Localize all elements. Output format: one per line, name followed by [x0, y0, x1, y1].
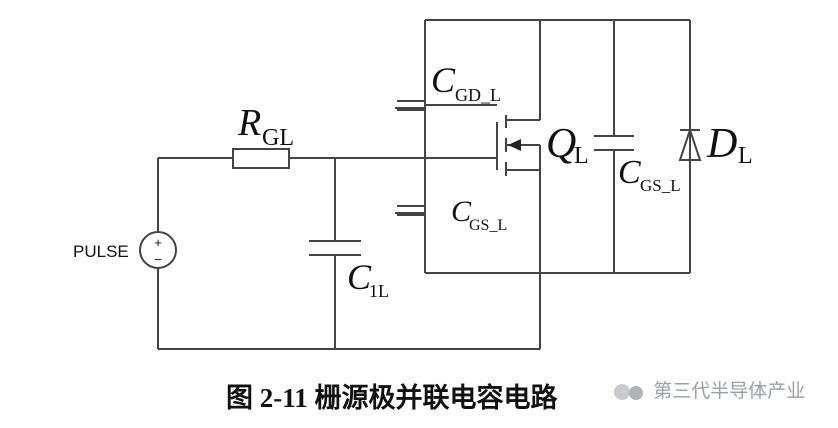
dl-label-sub: L [738, 143, 753, 169]
ql-label-sub: L [574, 143, 589, 169]
wires [157, 19, 691, 350]
rgl-label-main: R [237, 102, 261, 144]
resistor-rgl [232, 148, 290, 169]
c1l-label-sub: 1L [369, 281, 389, 301]
pulse-minus-label: − [154, 252, 162, 267]
cgd-label-main: C [431, 60, 456, 100]
watermark: 第三代半导体产业 [612, 376, 805, 403]
cgs-inner-label-sub: GS_L [469, 217, 507, 234]
cgd-label-sub: GD_L [455, 85, 501, 105]
c1l-label-main: C [347, 257, 372, 297]
mosfet-ql [496, 113, 541, 176]
cgs-ext-label-main: C [618, 154, 641, 191]
rgl-label-sub: GL [262, 125, 294, 151]
figure-caption: 图 2-11 栅源极并联电容电路 [226, 383, 558, 413]
pulse-plus-label: + [154, 235, 162, 250]
capacitor-cgs-inner [397, 205, 425, 216]
capacitor-cgs-external [594, 135, 634, 151]
diode-dl [678, 126, 702, 161]
cgs-ext-label-sub: GS_L [640, 176, 681, 195]
ql-label-main: Q [546, 121, 576, 167]
capacitor-cgd [397, 100, 425, 111]
wechat-icon [614, 383, 643, 400]
pulse-label: PULSE [73, 242, 129, 261]
watermark-text: 第三代半导体产业 [653, 381, 806, 402]
capacitor-c1l [309, 240, 361, 256]
cgs-inner-label-main: C [451, 195, 472, 228]
pulse-source: + − [139, 231, 177, 269]
dl-label-main: D [706, 121, 737, 167]
